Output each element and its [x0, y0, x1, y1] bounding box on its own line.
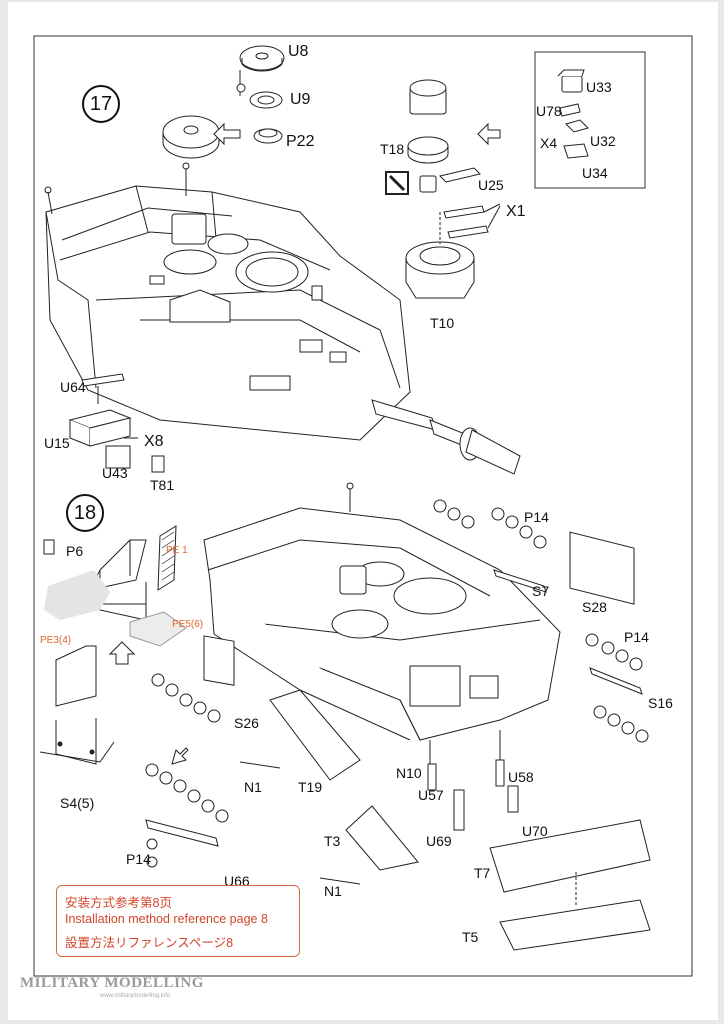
label-pe1: PE 1 — [166, 545, 188, 556]
label-n1-upper: N1 — [244, 779, 262, 795]
part-u9 — [249, 91, 283, 109]
part-u15-group — [68, 373, 165, 473]
label-u78: U78 — [536, 103, 562, 119]
wheels-p14a — [433, 499, 547, 593]
part-u-pins — [427, 759, 519, 831]
label-u32: U32 — [590, 133, 616, 149]
part-s26 — [203, 635, 235, 686]
label-x1: X1 — [506, 203, 526, 220]
label-n10: N10 — [396, 765, 422, 781]
part-t5 — [499, 899, 651, 951]
label-t3: T3 — [324, 833, 341, 849]
note-line-chinese: 安装方式参考第8页 — [65, 896, 172, 910]
label-t7: T7 — [474, 865, 491, 881]
label-s16: S16 — [648, 695, 673, 711]
label-u15: U15 — [44, 435, 70, 451]
inset-box — [534, 51, 646, 189]
wheels-p14b — [585, 633, 649, 743]
part-p22 — [253, 128, 283, 144]
label-n1-lower: N1 — [324, 883, 342, 899]
step-number-17: 17 — [82, 85, 120, 123]
label-p22: P22 — [286, 133, 315, 150]
cut-warning-icon — [385, 171, 409, 195]
label-t81: T81 — [150, 477, 175, 493]
label-p14-left: P14 — [126, 851, 151, 867]
step-number-18: 18 — [66, 494, 104, 532]
wheels-p14c — [145, 673, 229, 868]
label-x8: X8 — [144, 433, 164, 450]
label-u66: U66 — [224, 873, 250, 889]
label-x4: X4 — [540, 135, 558, 151]
part-pe5-plate — [129, 611, 187, 647]
label-p6: P6 — [66, 543, 84, 559]
label-u34: U34 — [582, 165, 608, 181]
label-u57: U57 — [418, 787, 444, 803]
arrow-up-icon — [171, 747, 189, 765]
note-line-japanese: 設置方法リファレンスページ8 — [65, 936, 234, 950]
part-p6 — [43, 539, 55, 555]
part-u25 — [439, 167, 481, 183]
part-grey-plate — [44, 570, 110, 620]
hull-18 — [203, 482, 561, 780]
arrow-icon — [213, 122, 241, 146]
part-t7 — [489, 819, 651, 893]
label-t19: T19 — [298, 779, 323, 795]
part-n1 — [239, 761, 361, 885]
label-u8: U8 — [288, 43, 309, 60]
label-t10: T10 — [430, 315, 455, 331]
watermark-url: www.militarymodelling.info — [100, 993, 171, 999]
label-u58: U58 — [508, 769, 534, 785]
part-pe1 — [157, 525, 177, 591]
page-frame — [33, 35, 693, 977]
installation-note: 安装方式参考第8页 Installation method reference … — [56, 885, 300, 957]
label-u25: U25 — [478, 177, 504, 193]
label-s45: S4(5) — [60, 795, 95, 811]
hull-17 — [44, 162, 521, 475]
label-u70: U70 — [522, 823, 548, 839]
note-line-english: Installation method reference page 8 — [65, 912, 268, 926]
label-p14-top: P14 — [524, 509, 549, 525]
arrow-icon — [477, 122, 501, 146]
part-t3 — [345, 805, 419, 871]
label-u64: U64 — [60, 379, 86, 395]
label-t18: T18 — [380, 141, 405, 157]
label-u9: U9 — [290, 91, 311, 108]
label-t5: T5 — [462, 929, 479, 945]
part-t18-cupola — [407, 79, 449, 193]
part-t19 — [269, 689, 361, 781]
label-s28: S28 — [582, 599, 607, 615]
arrow-up-icon — [108, 641, 136, 665]
part-u8 — [236, 45, 285, 96]
label-u69: U69 — [426, 833, 452, 849]
label-s26: S26 — [234, 715, 259, 731]
label-p14-right: P14 — [624, 629, 649, 645]
watermark-logo: MILITARY MODELLING — [20, 975, 204, 991]
part-t10 — [405, 212, 475, 299]
label-pe5: PE5(6) — [172, 619, 204, 630]
part-u33 — [557, 69, 585, 93]
label-u43: U43 — [102, 465, 128, 481]
label-s7: S7 — [532, 583, 550, 599]
part-pe3 — [39, 645, 115, 765]
part-s28 — [569, 531, 635, 605]
label-u33: U33 — [586, 79, 612, 95]
part-x1 — [443, 203, 501, 239]
part-u78 — [559, 103, 589, 159]
label-pe3: PE3(4) — [40, 635, 72, 646]
